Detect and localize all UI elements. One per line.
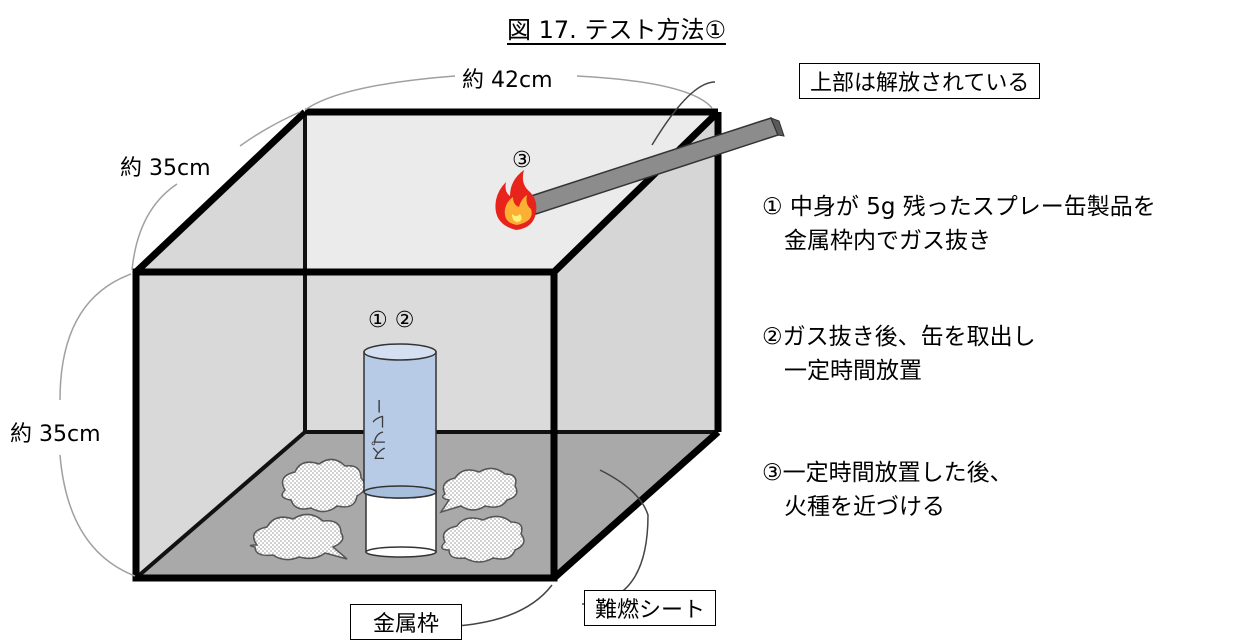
step-1: ① 中身が 5g 残ったスプレー缶製品を 金属枠内でガス抜き [762, 190, 1156, 258]
marker-flame: ③ [512, 148, 532, 173]
label-top-open: 上部は解放されている [799, 63, 1041, 99]
step-3: ③一定時間放置した後、 火種を近づける [762, 456, 1013, 524]
can-label: スプレー [371, 398, 390, 462]
marker-can: ① ② [368, 308, 415, 333]
step-3-line2: 火種を近づける [784, 494, 945, 520]
figure-title: 図 17. テスト方法① [507, 16, 726, 44]
step-1-line1: ① 中身が 5g 残ったスプレー缶製品を [762, 194, 1156, 220]
dimension-arcs [59, 75, 713, 577]
gas-clouds [249, 458, 525, 563]
step-2-line1: ②ガス抜き後、缶を取出し [762, 324, 1036, 350]
dimension-width: 約 42cm [462, 68, 553, 93]
step-2-line2: 一定時間放置 [784, 358, 922, 384]
step-1-line2: 金属枠内でガス抜き [784, 228, 991, 254]
step-2: ②ガス抜き後、缶を取出し 一定時間放置 [762, 320, 1036, 388]
step-3-line1: ③一定時間放置した後、 [762, 460, 1013, 486]
dimension-height: 約 35cm [10, 422, 101, 447]
label-frame: 金属枠 [350, 604, 463, 640]
label-sheet: 難燃シート [584, 590, 717, 626]
spray-can [363, 343, 437, 558]
dimension-depth: 約 35cm [120, 156, 211, 181]
flame-icon [495, 170, 537, 230]
box-front-edges [132, 108, 722, 582]
